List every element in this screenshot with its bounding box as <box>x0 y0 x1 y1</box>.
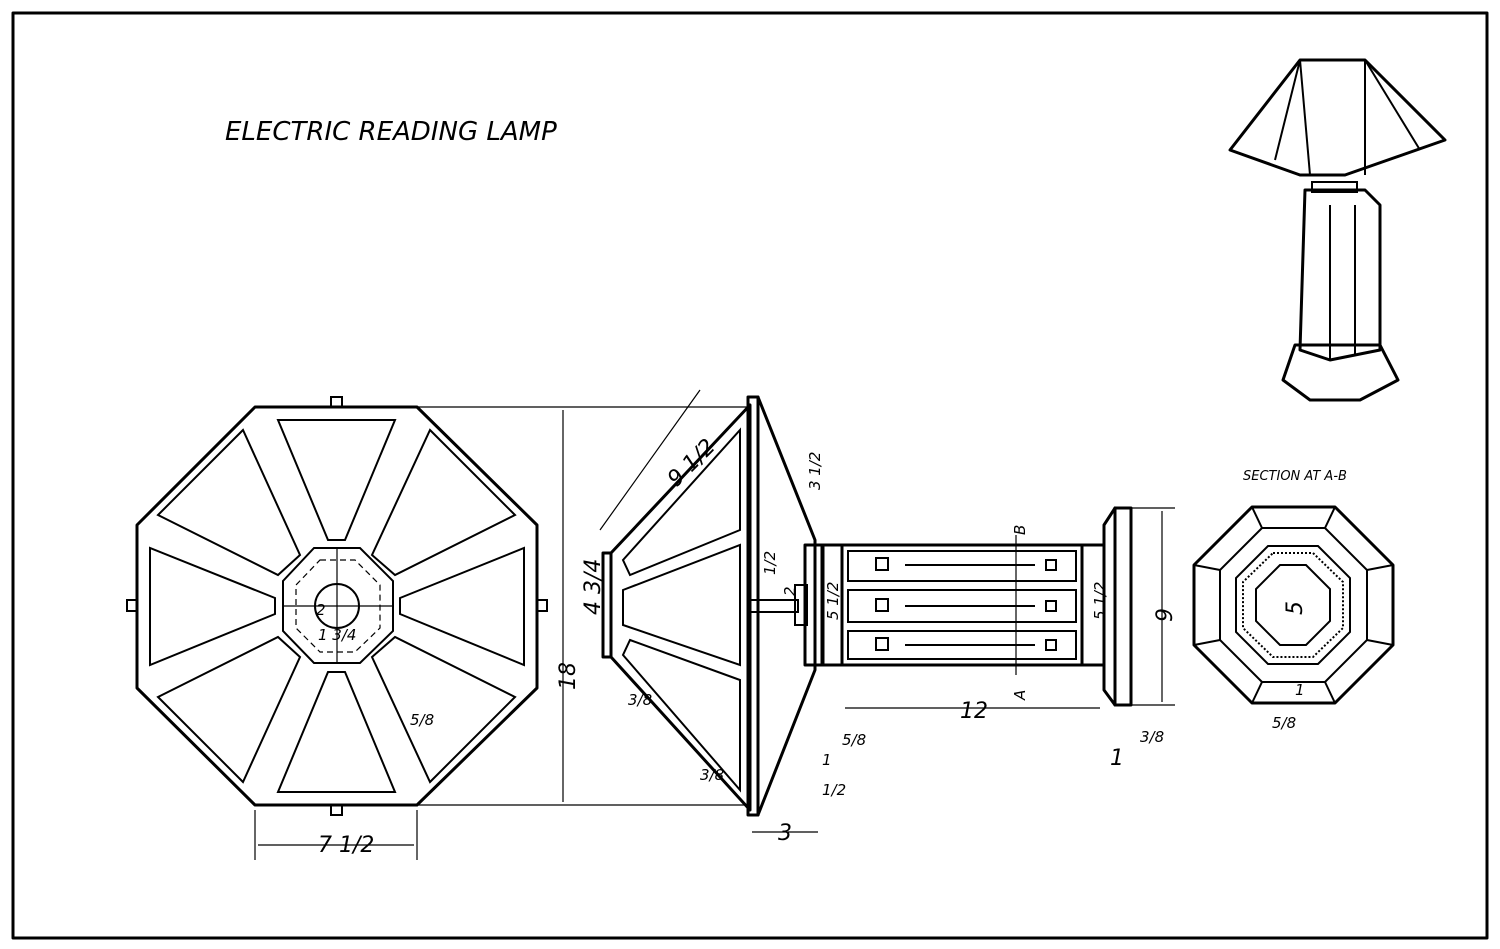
section-mark-b: B <box>1011 525 1029 535</box>
dim-shade-brace: 3 1/2 <box>806 452 824 490</box>
dim-shade-depth: 3 <box>778 821 792 846</box>
dim-shade-top-thickness: 3/8 <box>628 691 652 709</box>
section-mark-a: A <box>1011 690 1029 701</box>
side-view: 18 9 1/2 4 3/4 3/8 3/8 3 3 1/2 1/2 2 5 1… <box>417 389 1178 846</box>
section-view: SECTION AT A-B 5 1 5/8 <box>1192 469 1395 732</box>
dim-collar: 5 1/2 <box>824 582 842 620</box>
dim-column-width: 5 1/2 <box>1091 582 1109 620</box>
dim-stem-half: 1/2 <box>761 551 779 575</box>
dim-top-view-side: 7 1/2 <box>318 833 374 858</box>
dim-inner: 1 3/4 <box>318 626 356 644</box>
dim-collar-1: 1 <box>822 751 832 769</box>
dim-collar-half: 1/2 <box>822 781 846 799</box>
dim-base-width: 9 <box>1153 608 1178 622</box>
dim-shade-bottom-lip: 3/8 <box>700 766 724 784</box>
dim-section-1: 1 <box>1295 681 1305 699</box>
sheet-border <box>11 11 1489 940</box>
dim-column-length: 12 <box>960 699 988 724</box>
section-label: SECTION AT A-B <box>1243 469 1347 484</box>
dim-base-1: 1 <box>1110 746 1124 771</box>
dim-section-inner: 5 <box>1283 601 1308 615</box>
dim-overall-height: 18 <box>556 662 581 690</box>
dim-stem-length: 2 <box>781 586 799 596</box>
dim-collar-5-8: 5/8 <box>842 731 866 749</box>
lamp-pictorial <box>1228 58 1447 402</box>
top-view: 7 1/2 2 1 3/4 5/8 <box>126 396 548 860</box>
dim-frame: 5/8 <box>410 711 434 729</box>
drawing-title: ELECTRIC READING LAMP <box>225 117 557 147</box>
dim-base-3-8: 3/8 <box>1140 728 1164 746</box>
dim-section-5-8: 5/8 <box>1272 714 1296 732</box>
dim-shade-top: 4 3/4 <box>581 559 606 615</box>
dim-center-hole: 2 <box>316 601 326 619</box>
